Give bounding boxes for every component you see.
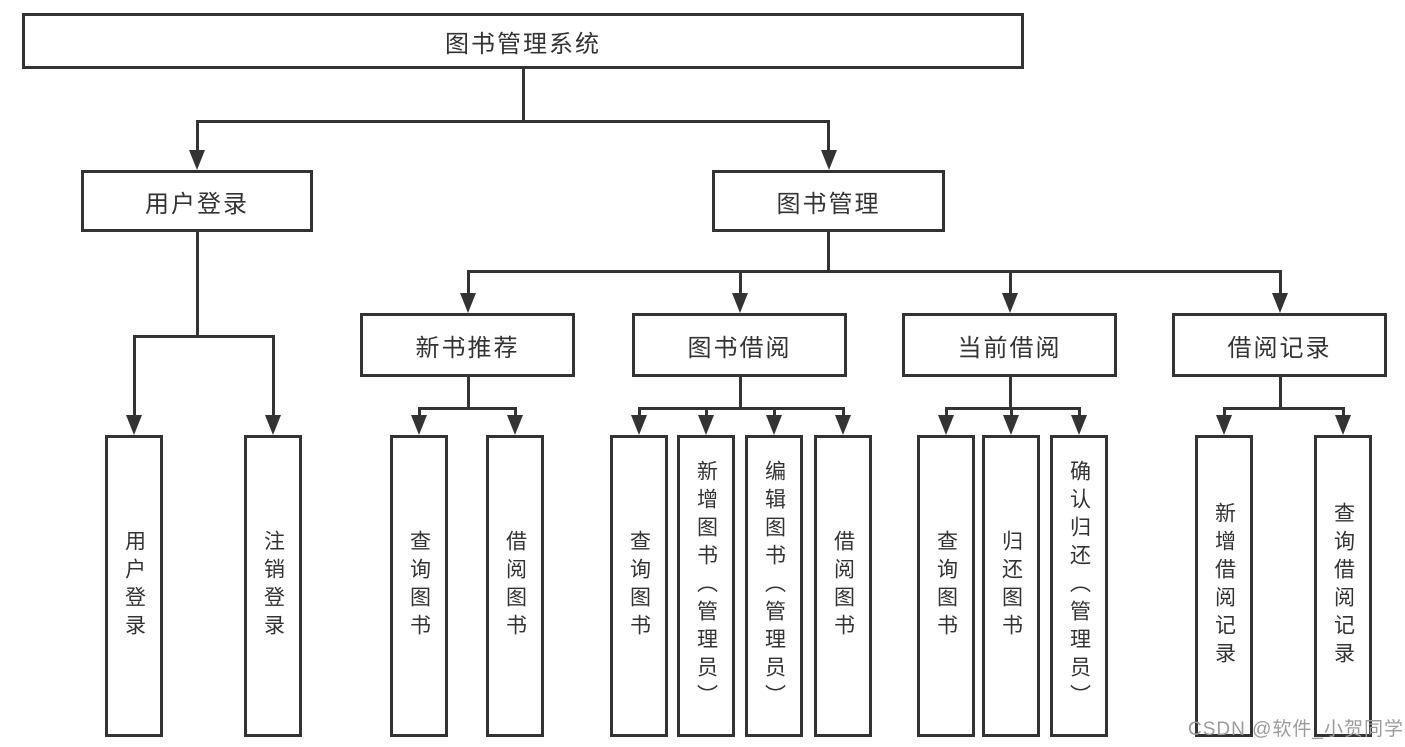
connector-leaf-stem: [1341, 407, 1345, 417]
connector-new-rec-down: [466, 377, 470, 410]
arrowhead-icon: [1335, 415, 1351, 435]
connector-book-mgmt-down: [827, 232, 830, 273]
node-leaf-borrow-borrow-book: 借阅图书: [814, 435, 872, 737]
node-leaf-confirm-return-admin: 确认归还（管理员）: [1050, 435, 1108, 737]
connector-current-split: [944, 407, 1081, 410]
connector-user-login-split: [132, 335, 275, 338]
leaf-label: 新增图书（管理员）: [694, 460, 718, 712]
node-library-management-system: 图书管理系统: [22, 13, 1024, 69]
node-leaf-query-borrow-record: 查询借阅记录: [1314, 435, 1372, 737]
arrowhead-icon: [698, 415, 714, 435]
connector-book-mgmt-stem: [827, 120, 830, 152]
connector-user-login-down: [195, 232, 199, 338]
node-new-book-recommend: 新书推荐: [360, 313, 575, 377]
connector-records-stem: [1278, 270, 1282, 297]
node-leaf-logout: 注销登录: [244, 435, 302, 737]
arrowhead-icon: [460, 293, 476, 313]
node-book-management: 图书管理: [712, 170, 945, 232]
connector-leaf-stem: [513, 407, 517, 417]
connector-user-login-stem: [195, 120, 199, 152]
arrowhead-icon: [1003, 415, 1019, 435]
arrowhead-icon: [265, 415, 281, 435]
connector-leaf-stem: [1077, 407, 1081, 417]
connector-leaf-stem: [944, 407, 948, 417]
node-user-login: 用户登录: [81, 170, 313, 232]
connector-leaf-stem: [704, 407, 708, 417]
arrowhead-icon: [766, 415, 782, 435]
connector-borrow-split: [637, 407, 845, 410]
node-leaf-rec-query-book: 查询图书: [390, 435, 448, 737]
arrowhead-icon: [938, 415, 954, 435]
arrowhead-icon: [1272, 293, 1288, 313]
arrowhead-icon: [732, 293, 748, 313]
connector-leaf-stem: [637, 407, 641, 417]
arrowhead-icon: [1002, 293, 1018, 313]
leaf-label: 查询图书: [627, 530, 651, 642]
node-leaf-return-book: 归还图书: [982, 435, 1040, 737]
leaf-label: 查询图书: [407, 530, 431, 642]
arrowhead-icon: [189, 150, 205, 170]
leaf-label: 注销登录: [261, 530, 285, 642]
connector-borrow-down: [738, 377, 742, 410]
connector-new-rec-stem: [466, 270, 470, 297]
connector-records-down: [1278, 377, 1282, 410]
leaf-label: 编辑图书（管理员）: [762, 460, 786, 712]
connector-leaf-stem: [1009, 407, 1013, 417]
connector-logout-stem: [271, 335, 275, 417]
node-leaf-add-borrow-record: 新增借阅记录: [1195, 435, 1253, 737]
connector-login-stem: [132, 335, 136, 417]
csdn-watermark: CSDN @软件_小贺同学: [1188, 719, 1404, 740]
connector-leaf-stem: [1222, 407, 1226, 417]
leaf-label: 查询图书: [934, 530, 958, 642]
node-leaf-borrow-query-book: 查询图书: [610, 435, 668, 737]
connector-root-split: [195, 120, 830, 123]
node-leaf-edit-book-admin: 编辑图书（管理员）: [745, 435, 803, 737]
node-leaf-rec-borrow-book: 借阅图书: [486, 435, 544, 737]
connector-root-stem: [521, 69, 525, 121]
arrowhead-icon: [507, 415, 523, 435]
arrowhead-icon: [411, 415, 427, 435]
node-borrow-records: 借阅记录: [1172, 313, 1387, 377]
connector-new-rec-split: [417, 407, 517, 410]
arrowhead-icon: [631, 415, 647, 435]
leaf-label: 新增借阅记录: [1212, 502, 1236, 670]
arrowhead-icon: [835, 415, 851, 435]
connector-current-down: [1008, 377, 1012, 410]
leaf-label: 借阅图书: [503, 530, 527, 642]
arrowhead-icon: [1216, 415, 1232, 435]
connector-borrow-stem: [738, 270, 742, 297]
connector-records-split: [1222, 407, 1345, 410]
node-leaf-current-query-book: 查询图书: [917, 435, 975, 737]
arrowhead-icon: [820, 150, 837, 170]
arrowhead-icon: [1071, 415, 1087, 435]
node-leaf-user-login: 用户登录: [105, 435, 163, 737]
leaf-label: 查询借阅记录: [1331, 502, 1355, 670]
node-book-borrow: 图书借阅: [632, 313, 847, 377]
connector-current-stem: [1008, 270, 1012, 297]
connector-leaf-stem: [417, 407, 421, 417]
leaf-label: 确认归还（管理员）: [1067, 460, 1091, 712]
arrowhead-icon: [126, 415, 142, 435]
node-leaf-add-book-admin: 新增图书（管理员）: [677, 435, 735, 737]
leaf-label: 用户登录: [122, 530, 146, 642]
connector-leaf-stem: [772, 407, 776, 417]
connector-leaf-stem: [841, 407, 845, 417]
node-current-borrow: 当前借阅: [902, 313, 1117, 377]
leaf-label: 归还图书: [999, 530, 1023, 642]
connector-book-mgmt-split: [466, 270, 1282, 273]
leaf-label: 借阅图书: [831, 530, 855, 642]
